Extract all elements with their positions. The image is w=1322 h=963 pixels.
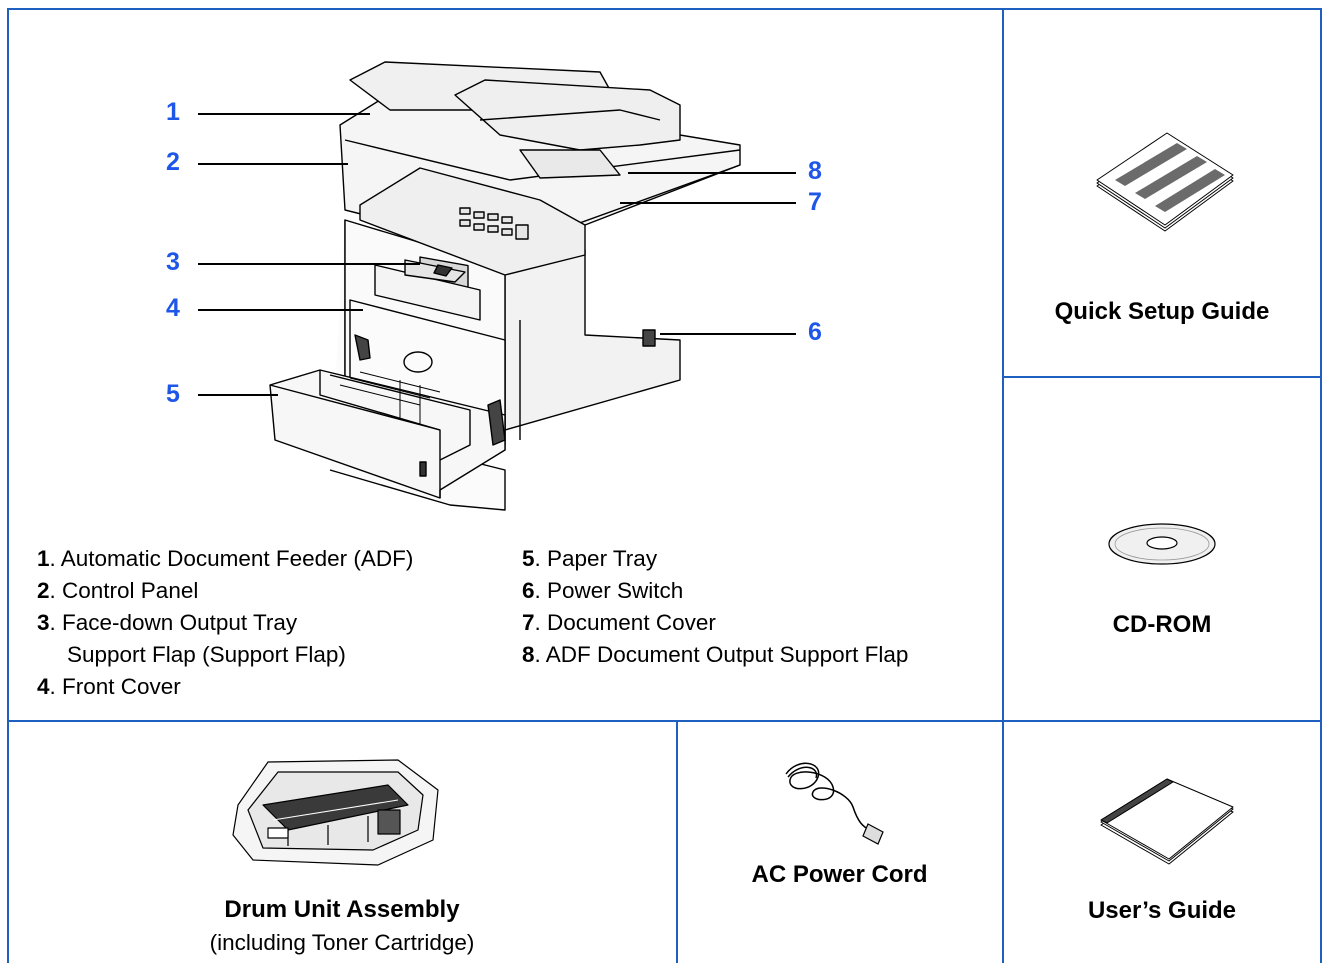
divider-right-upper <box>1002 376 1321 378</box>
leader-line-3 <box>198 263 420 265</box>
leader-line-4 <box>198 309 363 311</box>
legend-item-5: 5. Paper Tray <box>522 546 658 571</box>
power-cord-caption: AC Power Cord <box>751 861 928 888</box>
drum-unit-caption: Drum Unit Assembly <box>224 896 460 923</box>
legend-item-8: 8. ADF Document Output Support Flap <box>522 642 909 667</box>
legend-item-3: 3. Face-down Output Tray <box>37 610 298 635</box>
leader-line-8 <box>628 172 796 174</box>
left-border <box>7 8 9 963</box>
quick-setup-guide-caption: Quick Setup Guide <box>1054 298 1270 325</box>
callout-5: 5 <box>166 380 180 408</box>
cdrom-caption: CD-ROM <box>1112 611 1212 638</box>
legend-item-3-cont: Support Flap (Support Flap) <box>67 642 346 667</box>
legend-item-2: 2. Control Panel <box>37 578 199 603</box>
leader-line-7 <box>620 202 796 204</box>
divider-main-right <box>1002 8 1004 963</box>
users-guide-icon <box>1100 778 1234 865</box>
leader-line-6 <box>660 333 796 335</box>
power-cord-icon <box>785 762 884 845</box>
legend-item-4: 4. Front Cover <box>37 674 181 699</box>
leader-line-5 <box>198 394 278 396</box>
drum-unit-subcaption: (including Toner Cartridge) <box>209 930 475 955</box>
callout-2: 2 <box>166 148 180 176</box>
right-border <box>1320 8 1322 963</box>
callout-8: 8 <box>808 157 822 185</box>
leader-line-1 <box>198 113 370 115</box>
top-border <box>7 8 1322 10</box>
callout-6: 6 <box>808 318 822 346</box>
legend-item-7: 7. Document Cover <box>522 610 716 635</box>
callout-4: 4 <box>166 294 180 322</box>
divider-bottom-row <box>7 720 1322 722</box>
drum-unit-icon <box>232 759 439 866</box>
callout-7: 7 <box>808 188 822 216</box>
legend-item-1: 1. Automatic Document Feeder (ADF) <box>37 546 414 571</box>
cdrom-icon <box>1108 523 1216 565</box>
quick-setup-guide-icon <box>1096 132 1234 232</box>
divider-bottom-middle <box>676 720 678 963</box>
users-guide-caption: User’s Guide <box>1087 897 1237 924</box>
leader-line-2 <box>198 163 348 165</box>
legend-item-6: 6. Power Switch <box>522 578 684 603</box>
callout-1: 1 <box>166 98 180 126</box>
callout-3: 3 <box>166 248 180 276</box>
